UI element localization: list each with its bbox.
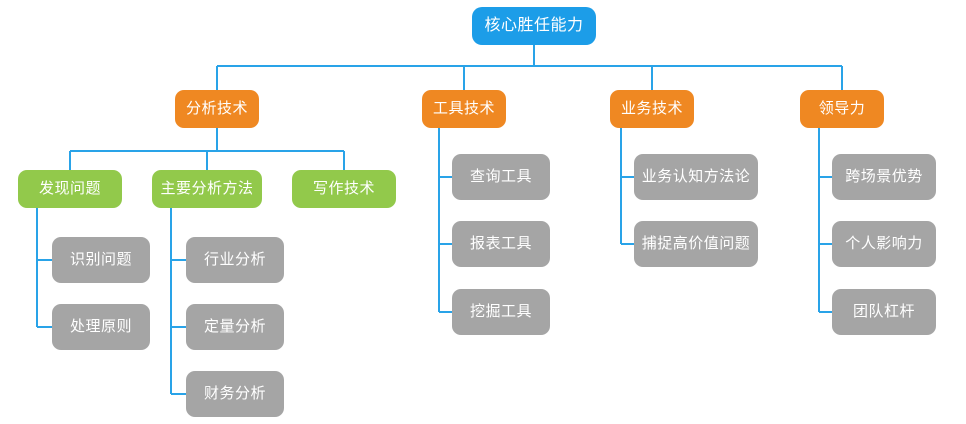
leaf-node-0-0-0[interactable]: 识别问题 <box>52 237 150 283</box>
node-label: 发现问题 <box>38 179 101 197</box>
category-node-1[interactable]: 工具技术 <box>422 90 506 128</box>
leaf-node-1-1[interactable]: 报表工具 <box>452 221 550 267</box>
node-label: 领导力 <box>818 99 866 117</box>
node-label: 报表工具 <box>469 234 532 252</box>
node-label: 核心胜任能力 <box>484 17 584 35</box>
leaf-node-0-1-0[interactable]: 行业分析 <box>186 237 284 283</box>
node-label: 个人影响力 <box>845 234 923 252</box>
node-label: 捕捉高价值问题 <box>641 234 751 252</box>
node-label: 业务技术 <box>620 99 683 117</box>
node-label: 行业分析 <box>203 250 266 268</box>
node-label: 工具技术 <box>432 99 495 117</box>
leaf-node-3-0[interactable]: 跨场景优势 <box>832 154 936 200</box>
node-label: 跨场景优势 <box>845 167 923 185</box>
leaf-node-2-0[interactable]: 业务认知方法论 <box>634 154 758 200</box>
leaf-node-1-0[interactable]: 查询工具 <box>452 154 550 200</box>
subcategory-node-0-0[interactable]: 发现问题 <box>18 170 122 208</box>
leaf-node-3-2[interactable]: 团队杠杆 <box>832 289 936 335</box>
node-label: 挖掘工具 <box>469 302 532 320</box>
leaf-node-1-2[interactable]: 挖掘工具 <box>452 289 550 335</box>
node-label: 定量分析 <box>203 317 266 335</box>
leaf-node-2-1[interactable]: 捕捉高价值问题 <box>634 221 758 267</box>
subcategory-node-0-2[interactable]: 写作技术 <box>292 170 396 208</box>
node-label: 处理原则 <box>69 317 132 335</box>
node-label: 团队杠杆 <box>852 302 915 320</box>
node-label: 分析技术 <box>185 99 248 117</box>
leaf-node-3-1[interactable]: 个人影响力 <box>832 221 936 267</box>
root-node-core-competency[interactable]: 核心胜任能力 <box>472 7 596 45</box>
node-label: 识别问题 <box>69 250 132 268</box>
node-label: 写作技术 <box>312 179 375 197</box>
leaf-node-0-1-2[interactable]: 财务分析 <box>186 371 284 417</box>
category-node-3[interactable]: 领导力 <box>800 90 884 128</box>
category-node-0[interactable]: 分析技术 <box>175 90 259 128</box>
node-label: 财务分析 <box>203 384 266 402</box>
leaf-node-0-0-1[interactable]: 处理原则 <box>52 304 150 350</box>
subcategory-node-0-1[interactable]: 主要分析方法 <box>152 170 262 208</box>
node-label: 业务认知方法论 <box>641 167 751 185</box>
node-label: 主要分析方法 <box>160 179 254 197</box>
category-node-2[interactable]: 业务技术 <box>610 90 694 128</box>
leaf-node-0-1-1[interactable]: 定量分析 <box>186 304 284 350</box>
node-label: 查询工具 <box>469 167 532 185</box>
